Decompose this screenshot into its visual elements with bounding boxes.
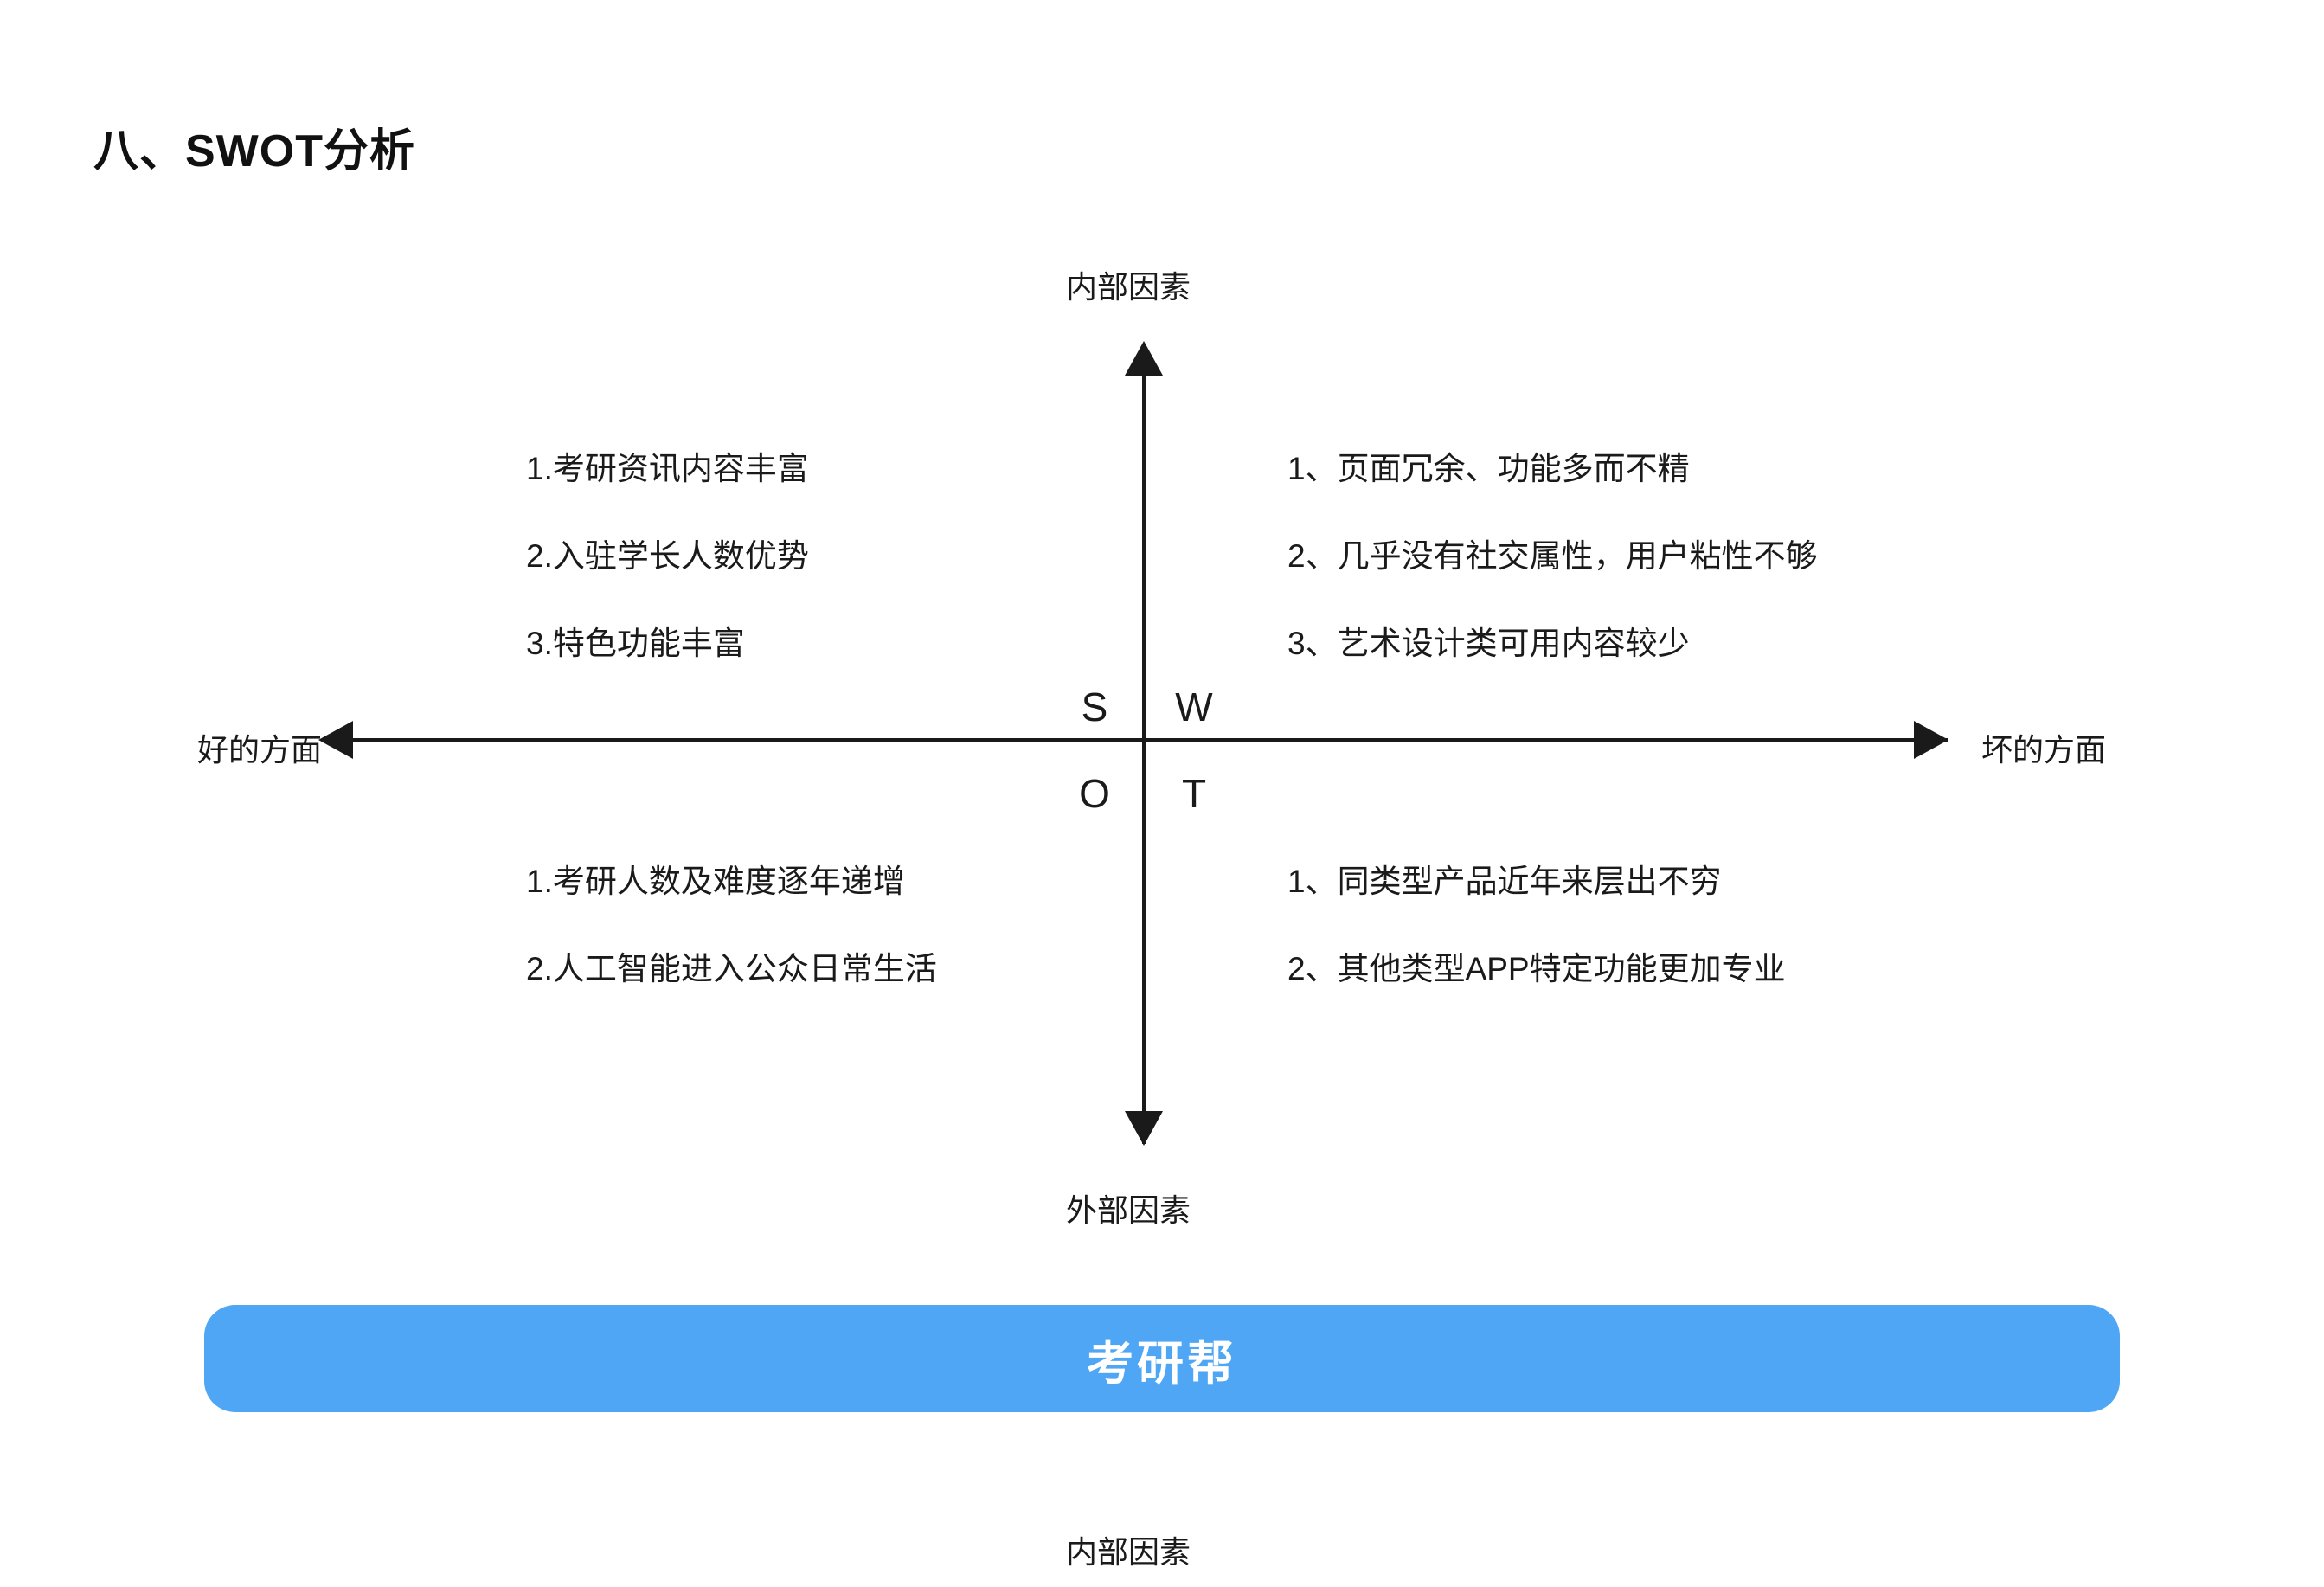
quadrant-threats: 1、同类型产品近年来层出不穷 2、其他类型APP特定功能更加专业: [1287, 865, 1786, 985]
footer-note: 内部因素: [1066, 1534, 1191, 1570]
axis-label-positive-side: 好的方面: [197, 732, 323, 768]
brand-label: 考研帮: [1087, 1337, 1237, 1390]
swot-letter-s: S: [1081, 684, 1108, 729]
axis-label-negative-side: 坏的方面: [1981, 732, 2107, 768]
arrow-right-icon: [1914, 721, 1948, 759]
list-item: 3、艺术设计类可用内容较少: [1287, 626, 1690, 661]
vertical-axis-line: [1142, 344, 1146, 1144]
quadrant-opportunities: 1.考研人数及难度逐年递增 2.人工智能进入公众日常生活: [526, 865, 937, 985]
brand-banner[interactable]: 考研帮: [204, 1305, 2120, 1412]
list-item: 1、同类型产品近年来层出不穷: [1287, 864, 1722, 899]
swot-letter-t: T: [1181, 771, 1207, 816]
arrow-up-icon: [1125, 341, 1163, 376]
horizontal-axis-line: [350, 738, 1948, 742]
list-item: 1.考研人数及难度逐年递增: [526, 864, 905, 899]
page-title: 八、SWOT分析: [93, 126, 415, 177]
list-item: 2、几乎没有社交属性，用户粘性不够: [1287, 538, 1818, 574]
axis-label-external-factors: 外部因素: [1066, 1192, 1191, 1228]
axis-label-internal-factors: 内部因素: [1066, 269, 1191, 305]
quadrant-strengths: 1.考研资讯内容丰富 2.入驻学长人数优势 3.特色功能丰富: [526, 453, 809, 659]
list-item: 2、其他类型APP特定功能更加专业: [1287, 951, 1786, 986]
list-item: 3.特色功能丰富: [526, 626, 745, 661]
list-item: 1.考研资讯内容丰富: [526, 451, 809, 486]
list-item: 1、页面冗余、功能多而不精: [1287, 451, 1690, 486]
swot-letter-o: O: [1079, 771, 1110, 816]
swot-letter-w: W: [1175, 684, 1213, 729]
list-item: 2.入驻学长人数优势: [526, 538, 809, 574]
arrow-down-icon: [1125, 1111, 1163, 1146]
quadrant-weaknesses: 1、页面冗余、功能多而不精 2、几乎没有社交属性，用户粘性不够 3、艺术设计类可…: [1287, 453, 1818, 659]
list-item: 2.人工智能进入公众日常生活: [526, 951, 937, 986]
arrow-left-icon: [318, 721, 353, 759]
